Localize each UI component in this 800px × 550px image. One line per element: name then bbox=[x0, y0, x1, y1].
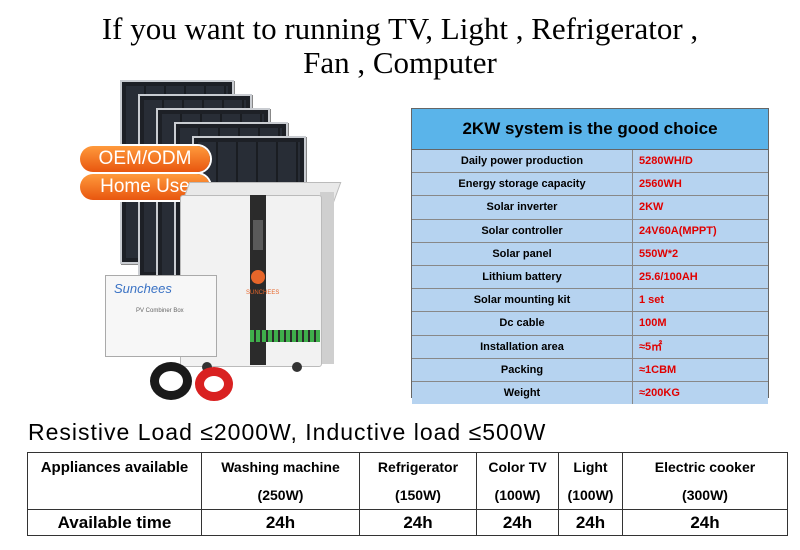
appliances-available-label: Appliances available bbox=[27, 452, 202, 510]
spec-row: Packing≈1CBM bbox=[412, 358, 768, 382]
spec-value: 25.6/100AH bbox=[633, 265, 768, 289]
cabinet-wheel bbox=[292, 362, 302, 372]
spec-label: Installation area bbox=[412, 335, 633, 358]
spec-label: Solar mounting kit bbox=[412, 289, 633, 312]
appliance-cell: Electric cooker (300W) bbox=[622, 452, 788, 510]
cabinet-logo-icon bbox=[251, 270, 265, 284]
available-time-value: 24h bbox=[201, 509, 360, 536]
cabinet-brand-label: SUNCHEES bbox=[246, 290, 280, 296]
appliance-watt: (100W) bbox=[494, 487, 541, 503]
spec-table-title: 2KW system is the good choice bbox=[412, 109, 768, 150]
spec-label: Solar controller bbox=[412, 219, 633, 242]
available-time-row: Available time 24h 24h 24h 24h 24h bbox=[27, 509, 788, 536]
spec-value: ≈200KG bbox=[633, 381, 768, 405]
appliance-row: Appliances available Washing machine (250… bbox=[27, 452, 788, 510]
spec-label: Solar panel bbox=[412, 242, 633, 265]
cabinet-terminal-strip bbox=[250, 330, 320, 342]
load-limits-text: Resistive Load ≤2000W, Inductive load ≤5… bbox=[28, 419, 547, 445]
appliance-name: Light bbox=[573, 459, 608, 475]
appliance-cell: Color TV (100W) bbox=[476, 452, 559, 510]
appliance-name: Refrigerator bbox=[377, 459, 459, 475]
headline-line-2: Fan , Computer bbox=[303, 45, 497, 80]
spec-label: Solar inverter bbox=[412, 196, 633, 219]
combiner-label: PV Combiner Box bbox=[136, 308, 184, 314]
appliance-watt: (150W) bbox=[395, 487, 441, 503]
appliance-name: Electric cooker bbox=[654, 459, 756, 475]
combiner-brand: Sunchees bbox=[114, 281, 172, 296]
spec-label: Lithium battery bbox=[412, 265, 633, 289]
appliance-table: Appliances available Washing machine (250… bbox=[27, 452, 788, 536]
spec-label: Daily power production bbox=[412, 150, 633, 173]
appliance-watt: (250W) bbox=[257, 487, 304, 503]
appliance-name: Washing machine bbox=[221, 459, 340, 475]
product-illustration: OEM/ODM Home Use SUNCHEES Sunchees PV Co… bbox=[70, 80, 400, 401]
spec-value: 2560WH bbox=[633, 173, 768, 196]
spec-label: Dc cable bbox=[412, 312, 633, 335]
spec-label: Energy storage capacity bbox=[412, 173, 633, 196]
red-cable-coil bbox=[195, 367, 233, 401]
available-time-label: Available time bbox=[27, 509, 202, 536]
spec-row: Weight≈200KG bbox=[412, 381, 768, 405]
spec-value: 2KW bbox=[633, 196, 768, 219]
spec-value: 1 set bbox=[633, 289, 768, 312]
available-time-value: 24h bbox=[622, 509, 788, 536]
black-cable-coil bbox=[150, 362, 192, 400]
appliance-name: Color TV bbox=[488, 459, 547, 475]
spec-value: 24V60A(MPPT) bbox=[633, 219, 768, 242]
combiner-box: Sunchees PV Combiner Box bbox=[105, 275, 217, 357]
spec-row: Installation area≈5㎡ bbox=[412, 335, 768, 359]
spec-table: 2KW system is the good choice Daily powe… bbox=[411, 108, 769, 405]
oem-odm-badge: OEM/ODM bbox=[80, 146, 210, 172]
appliance-watt: (100W) bbox=[567, 487, 614, 503]
spec-value: ≈5㎡ bbox=[633, 335, 768, 358]
appliance-cell: Refrigerator (150W) bbox=[359, 452, 477, 510]
available-time-value: 24h bbox=[558, 509, 623, 536]
appliance-cell: Light (100W) bbox=[558, 452, 623, 510]
spec-label: Packing bbox=[412, 358, 633, 381]
available-time-value: 24h bbox=[476, 509, 559, 536]
cabinet-side bbox=[320, 192, 334, 364]
spec-value: ≈1CBM bbox=[633, 358, 768, 381]
headline-line-1: If you want to running TV, Light , Refri… bbox=[101, 11, 699, 46]
available-time-value: 24h bbox=[359, 509, 477, 536]
spec-value: 100M bbox=[633, 312, 768, 335]
appliance-watt: (300W) bbox=[682, 487, 728, 503]
spec-label: Weight bbox=[412, 381, 633, 405]
appliance-cell: Washing machine (250W) bbox=[201, 452, 360, 510]
spec-value: 550W*2 bbox=[633, 242, 768, 265]
spec-value: 5280WH/D bbox=[633, 150, 768, 173]
cabinet-screen bbox=[253, 220, 263, 250]
